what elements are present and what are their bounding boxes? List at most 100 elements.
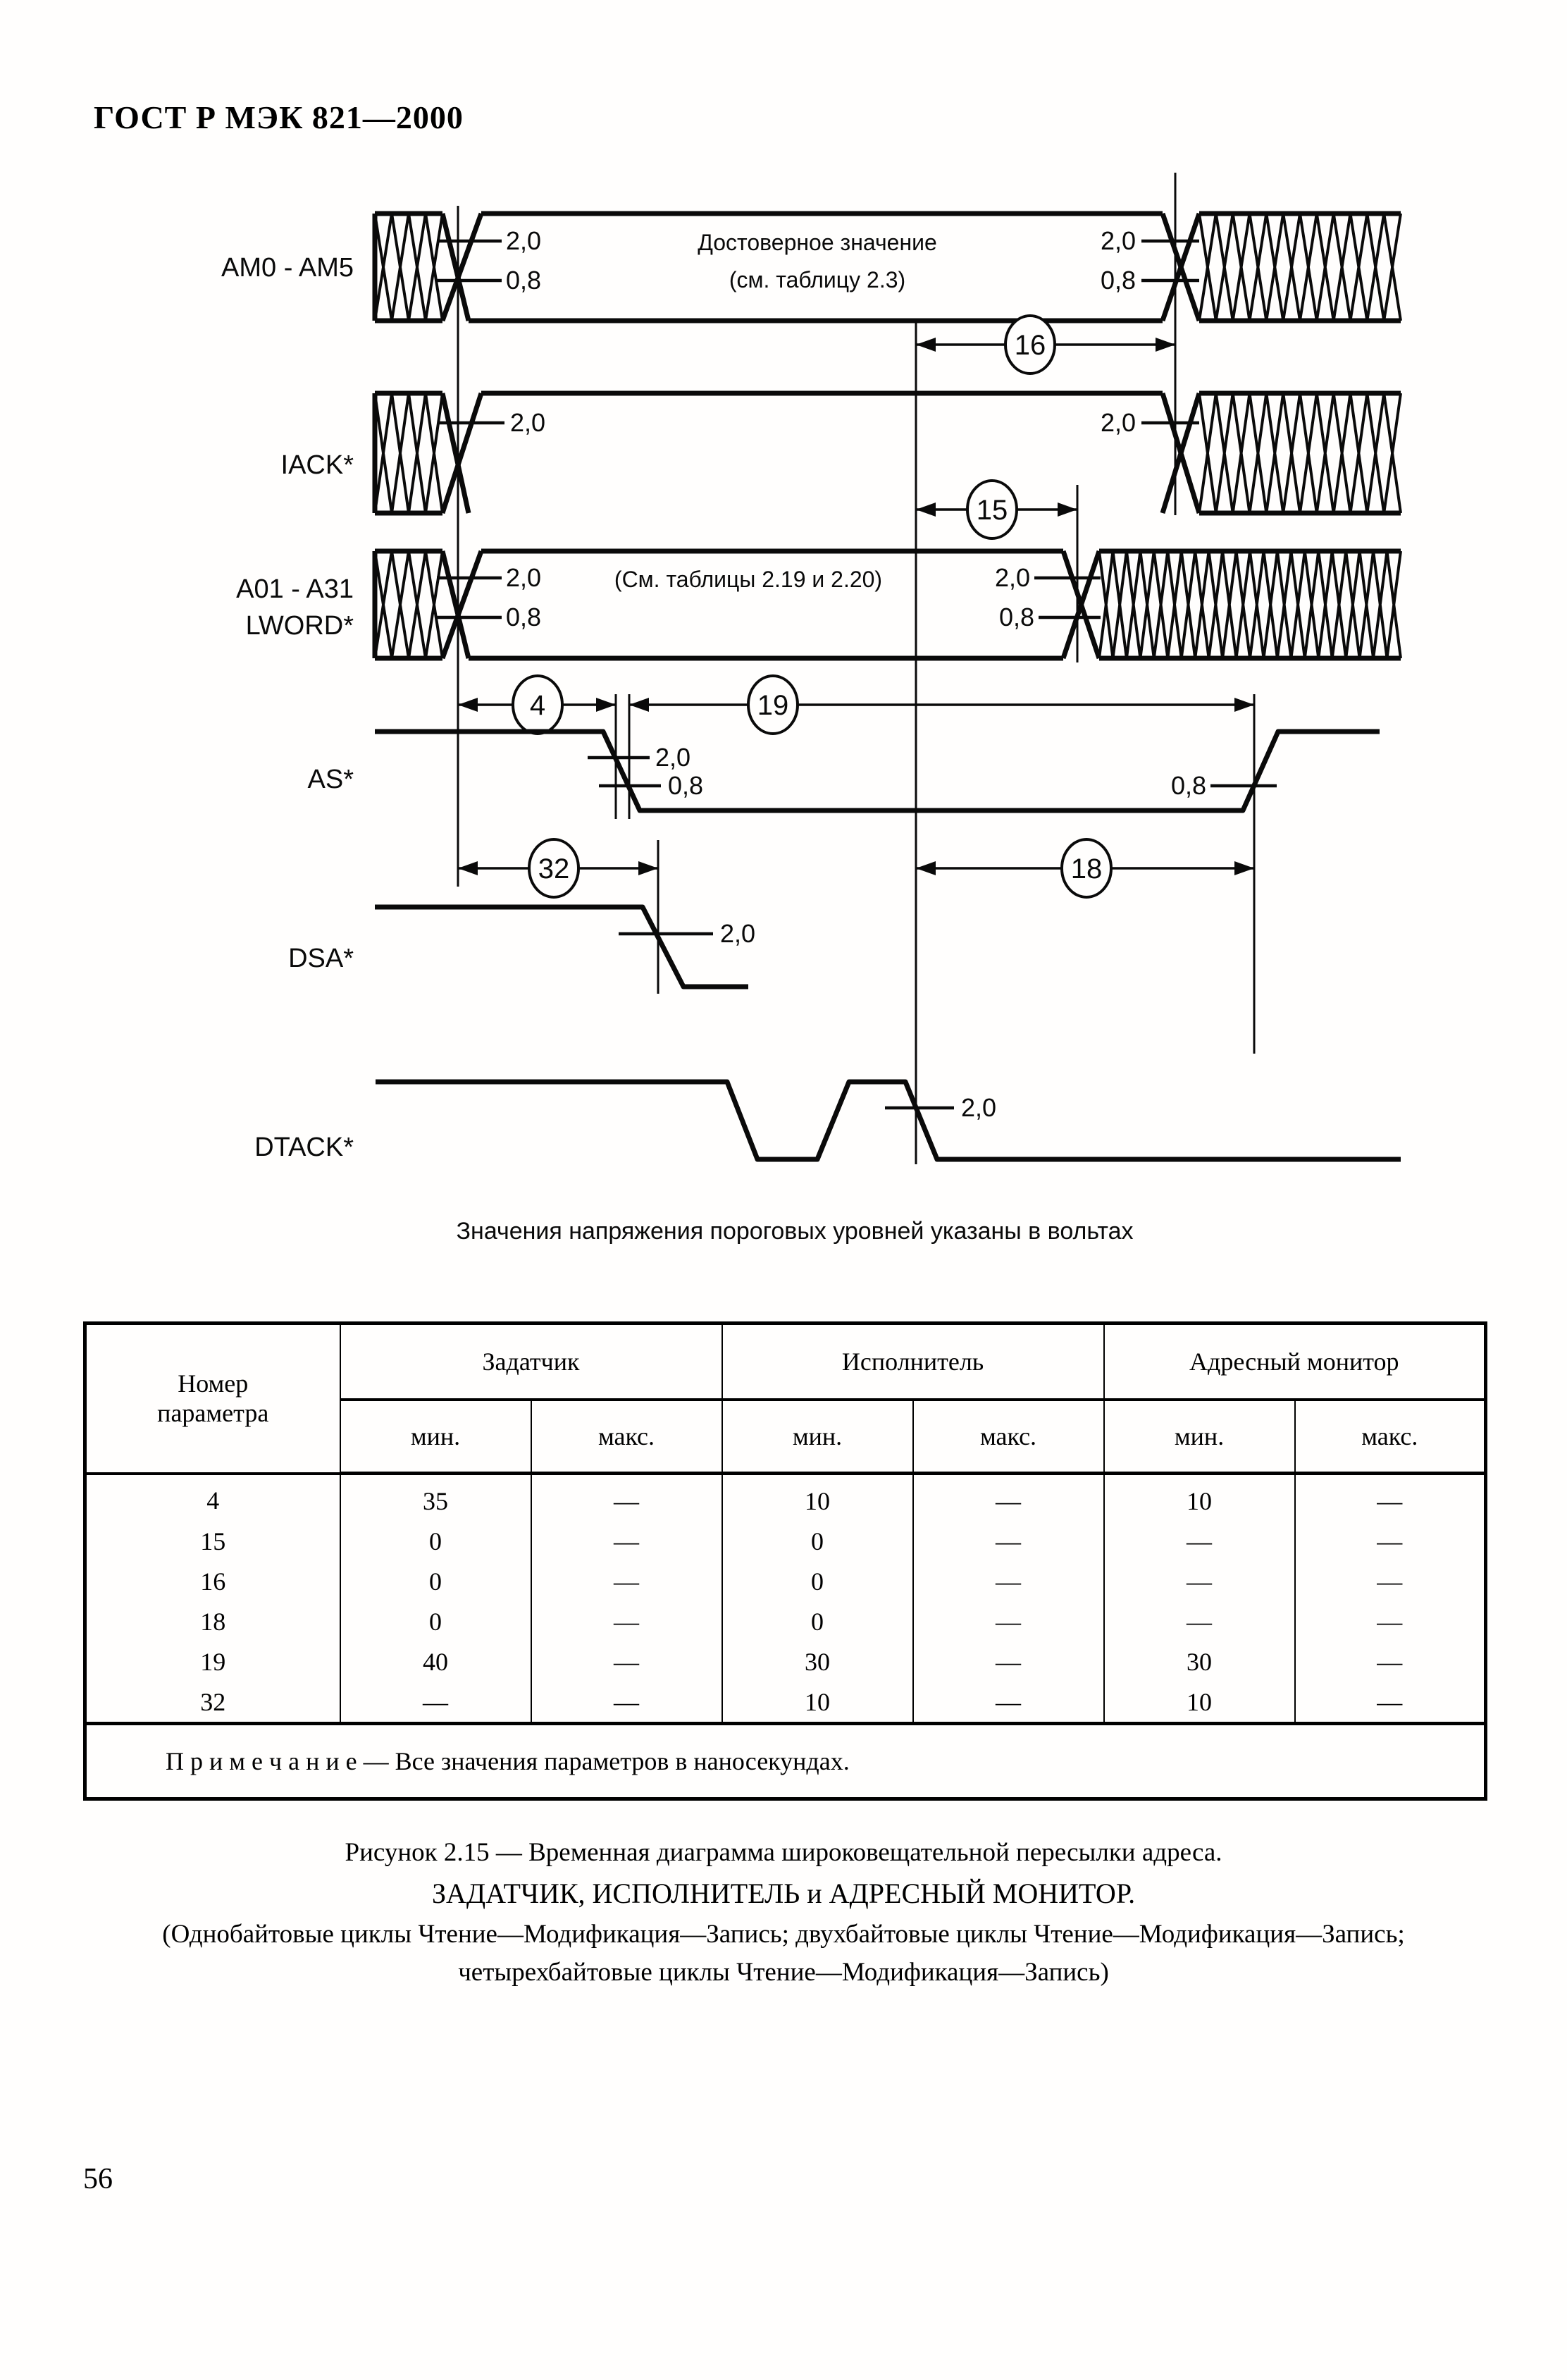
subheader-max: макс. [912,1400,1105,1475]
arrowhead [916,861,936,875]
dsa-waveform [375,904,748,989]
cell: 10 [1103,1682,1296,1724]
dimension-circle [1060,838,1113,899]
transition [440,393,471,514]
hatch [373,550,444,659]
arrowhead [1058,502,1077,517]
dimension-32: 32 [458,838,658,899]
cell: 35 [340,1473,532,1521]
dimension-circle [1004,314,1056,375]
figure-caption-line3: (Однобайтовые циклы Чтение—Модификация—З… [162,1920,1405,1949]
hatch [1198,213,1402,321]
param-header-line2: параметра [157,1399,269,1428]
dimension-15: 15 [916,479,1077,540]
dimension-circle [966,479,1018,540]
param-number: 18 [85,1601,341,1641]
table-row: 19 40 — 30 — 30 — [85,1641,1486,1682]
threshold-label: 0,8 [668,771,703,800]
cell: — [912,1641,1105,1682]
arrowhead [596,698,616,712]
table-row: 4 35 — 10 — 10 — [85,1473,1486,1521]
table-row: 18 0 — 0 — — — [85,1601,1486,1641]
param-number: 32 [85,1682,341,1724]
arrowhead [1234,698,1254,712]
table-row: 32 — — 10 — 10 — [85,1682,1486,1724]
figure-caption: Рисунок 2.15 — Временная диаграмма широк… [0,1834,1567,1992]
arrowhead [1156,338,1175,352]
table-row: 16 0 — 0 — — — [85,1561,1486,1601]
cell: — [340,1682,532,1724]
valid-note-line1: Достоверное значение [698,230,937,255]
table-note: П р и м е ч а н и е — Все значения парам… [85,1722,1486,1799]
cell: 30 [1103,1641,1296,1682]
cell: 10 [1103,1473,1296,1521]
group-header-slave: Исполнитель [721,1323,1105,1401]
cell: — [531,1601,723,1641]
group-header-monitor: Адресный монитор [1103,1323,1486,1401]
parameters-table: Номер параметра Задатчик Исполнитель Адр… [83,1321,1488,1801]
param-number: 4 [85,1473,341,1521]
param-number: 16 [85,1561,341,1601]
threshold-label: 0,8 [1101,266,1136,295]
dtack-waveform [376,1079,1401,1162]
threshold-label: 2,0 [995,563,1030,592]
cell: — [1377,1687,1403,1716]
signal-label-as: AS* [308,765,354,794]
cell: — [1377,1527,1403,1555]
threshold-label: 2,0 [506,563,541,592]
hatch [373,213,444,321]
cell: — [1103,1561,1296,1601]
dimension-number: 32 [538,853,570,884]
arrowhead [638,861,658,875]
signal-label-dsa: DSA* [288,944,354,973]
transition [1160,212,1202,322]
dimension-number: 19 [757,690,789,721]
signal-dsa: DSA* 2,0 [288,904,755,989]
threshold-label: 2,0 [506,226,541,255]
table-group-header-row: Номер параметра Задатчик Исполнитель Адр… [85,1323,1486,1475]
page-number: 56 [83,2163,113,2195]
arrowhead [458,861,478,875]
valid-note-line2: (см. таблицу 2.3) [729,267,905,292]
signal-label-a01: A01 - A31 [236,574,354,604]
cell: 0 [340,1521,532,1561]
cell: 10 [721,1682,914,1724]
dimension-number: 16 [1015,330,1046,361]
dimension-16: 16 [916,314,1175,375]
cell: 10 [721,1473,914,1521]
signal-am0-am5: AM0 - AM5 Достоверное значение (см. табл… [221,211,1402,323]
transition [440,213,471,321]
cell: — [912,1561,1105,1601]
table-note-row: П р и м е ч а н и е — Все значения парам… [85,1722,1486,1799]
figure-caption-line2: ЗАДАТЧИК, ИСПОЛНИТЕЛЬ и АДРЕСНЫЙ МОНИТОР… [431,1878,1136,1909]
group-header-master: Задатчик [340,1323,723,1401]
hatch [1198,393,1402,514]
diagram-caption: Значения напряжения пороговых уровней ук… [457,1218,1134,1245]
cell: — [1103,1521,1296,1561]
dimension-number: 18 [1071,853,1103,884]
table-subheader-row: мин. макс. мин. макс. мин. макс. [85,1400,1486,1475]
transition [440,212,484,322]
threshold-label: 2,0 [655,743,690,772]
hatch [1098,550,1402,659]
dimension-19: 19 [629,674,1254,735]
transition [440,550,484,660]
dimension-number: 15 [977,495,1008,526]
subheader-max: макс. [1294,1400,1486,1475]
threshold-label: 0,8 [999,603,1034,631]
cell: — [531,1473,723,1521]
arrowhead [916,338,936,352]
transition [440,550,471,659]
threshold-label: 2,0 [961,1093,996,1122]
subheader-min: мин. [1103,1400,1296,1475]
param-number: 19 [85,1641,341,1682]
hatch [373,393,444,514]
cell: 30 [721,1641,914,1682]
dimension-18: 18 [916,838,1254,899]
figure-caption-line4: четырехбайтовые циклы Чтение—Модификация… [458,1958,1109,1987]
signal-a01-lword: A01 - A31 LWORD* (См. таблицы 2.19 и 2.2… [236,548,1402,661]
col-header-param-number: Номер параметра [85,1323,341,1475]
arrowhead [916,502,936,517]
cell: 40 [340,1641,532,1682]
